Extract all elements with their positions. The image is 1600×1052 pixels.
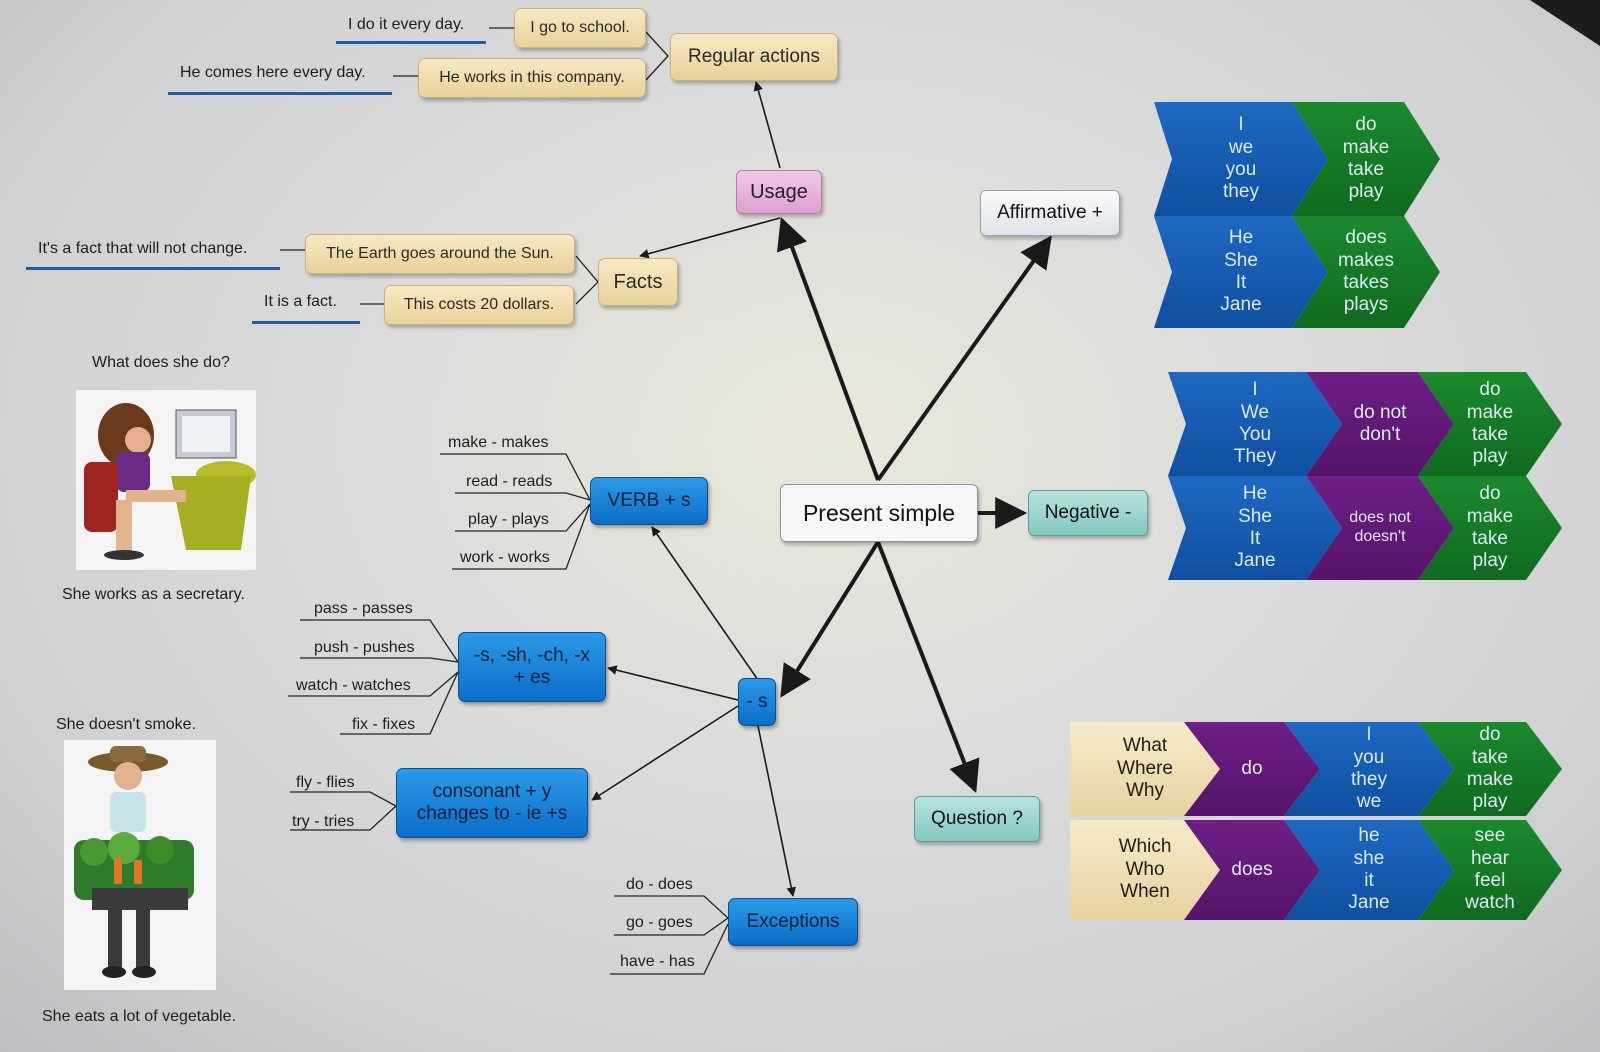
spelling-example: push - pushes <box>314 639 415 656</box>
arrow-s-consonant <box>591 705 739 801</box>
facts-example: This costs 20 dollars. <box>384 285 574 325</box>
question-verb-base: do take make play <box>1418 722 1562 816</box>
consonant-y-node: consonant + y changes to - ie +s <box>396 768 588 838</box>
farmer-caption-top: She doesn't smoke. <box>56 716 197 733</box>
usage-note: I do it every day. <box>348 16 465 33</box>
secretary-question: What does she do? <box>92 354 230 371</box>
s-ending-node: - s <box>738 678 776 726</box>
note-underline <box>168 92 392 95</box>
arrow-s-exceptions <box>757 725 796 897</box>
arrow-to-question <box>876 541 980 793</box>
usage-note: He comes here every day. <box>180 64 366 81</box>
exception-example: go - goes <box>626 914 693 931</box>
verb-s-node: VERB + s <box>590 477 708 525</box>
exception-example: have - has <box>620 953 695 970</box>
es-rule-line1: -s, -sh, -ch, -x <box>473 645 591 667</box>
question-wh-words: What Where Why <box>1070 722 1220 816</box>
secretary-caption: She works as a secretary. <box>62 586 245 603</box>
question-node: Question ? <box>914 796 1040 842</box>
usage-node: Usage <box>736 170 822 214</box>
arrow-s-verbs <box>651 526 759 681</box>
arrow-to-s <box>780 540 880 698</box>
spelling-example: play - plays <box>468 511 549 528</box>
es-rule-node: -s, -sh, -ch, -x + es <box>458 632 606 702</box>
usage-example: I go to school. <box>514 8 646 48</box>
negative-subject-third: He She It Jane <box>1168 476 1342 580</box>
arrow-to-affirmative <box>876 235 1052 482</box>
consonant-y-line2: changes to - ie +s <box>416 803 568 824</box>
present-simple-center: Present simple <box>780 484 978 542</box>
spelling-example: fix - fixes <box>352 716 416 733</box>
affirmative-verb-base: do make take play <box>1292 102 1440 216</box>
arrow-s-es <box>607 665 739 701</box>
affirmative-subject-plural: I we you they <box>1154 102 1328 216</box>
arrow-usage-facts <box>639 217 781 259</box>
secretary-illustration <box>76 390 256 570</box>
note-underline <box>252 321 360 324</box>
exception-example: do - does <box>626 876 693 893</box>
usage-note: It is a fact. <box>264 293 337 310</box>
farmer-caption-bottom: She eats a lot of vegetable. <box>42 1008 236 1025</box>
consonant-y-line1: consonant + y <box>432 781 552 803</box>
spelling-example: pass - passes <box>314 600 413 617</box>
affirmative-subject-third: He She It Jane <box>1154 216 1328 328</box>
spelling-example: work - works <box>460 549 550 566</box>
arrow-to-usage <box>776 216 880 481</box>
es-rule-line2: + es <box>513 667 551 688</box>
arrow-usage-regular <box>753 81 781 169</box>
spelling-example: fly - flies <box>296 774 355 791</box>
usage-example: He works in this company. <box>418 58 646 98</box>
farmer-illustration <box>64 740 216 990</box>
negative-verb-base: do make take play <box>1418 372 1562 476</box>
note-underline <box>26 267 280 270</box>
background-corner <box>1530 0 1600 46</box>
question-wh-words: Which Who When <box>1070 820 1220 920</box>
negative-subject-plural: I We You They <box>1168 372 1342 476</box>
affirmative-node: Affirmative + <box>980 190 1120 236</box>
note-underline <box>336 41 486 44</box>
spelling-example: make - makes <box>448 434 549 451</box>
regular-actions-node: Regular actions <box>670 33 838 81</box>
spelling-example: read - reads <box>466 473 553 490</box>
usage-note: It's a fact that will not change. <box>38 240 248 257</box>
spelling-example: watch - watches <box>296 677 411 694</box>
negative-node: Negative - <box>1028 490 1148 536</box>
facts-node: Facts <box>598 258 678 306</box>
facts-example: The Earth goes around the Sun. <box>305 234 575 274</box>
spelling-example: try - tries <box>292 813 355 830</box>
exceptions-node: Exceptions <box>728 898 858 946</box>
